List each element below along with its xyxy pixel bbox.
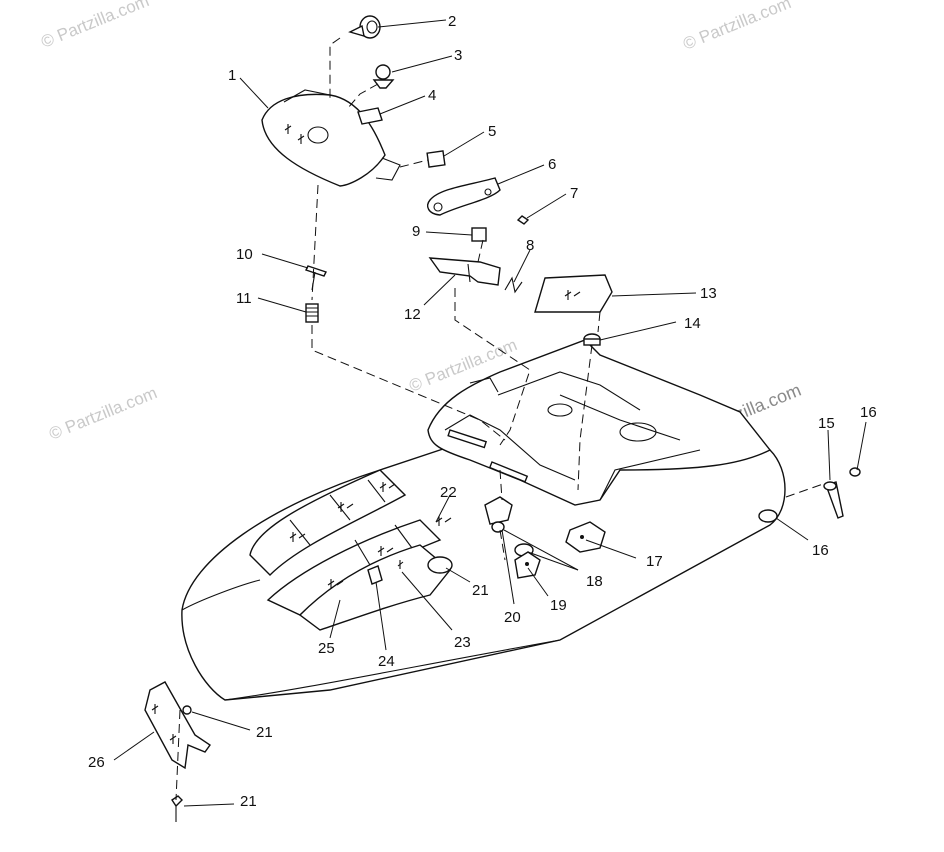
callout-17: 17 (646, 553, 663, 570)
callout-9: 9 (412, 223, 420, 240)
callout-24: 24 (378, 653, 395, 670)
watermark-mid-left: © Partzilla.com (46, 383, 159, 444)
callout-18: 18 (586, 573, 603, 590)
screw-part-7 (516, 215, 530, 225)
callout-12: 12 (404, 306, 421, 323)
cutout-part-17 (565, 521, 606, 553)
callout-labels: 1 2 3 4 5 6 7 8 9 10 11 12 13 14 15 16 1… (88, 13, 877, 810)
callout-14: 14 (684, 315, 701, 332)
callout-15: 15 (818, 415, 835, 432)
decal-marks (289, 482, 452, 589)
callout-2: 2 (448, 13, 456, 30)
watermark-top-left: © Partzilla.com (38, 0, 151, 52)
bracket-part-6 (427, 177, 501, 216)
pin-part-10 (305, 265, 327, 291)
watermark-top-right: © Partzilla.com (680, 0, 793, 54)
callout-20: 20 (504, 609, 521, 626)
clip-part-8 (504, 276, 523, 294)
panel-part-13 (534, 274, 613, 313)
callout-6: 6 (548, 156, 556, 173)
callout-21-bracket: 21 (256, 724, 273, 741)
callout-19: 19 (550, 597, 567, 614)
headlight-housing (261, 89, 401, 187)
callout-26: 26 (88, 754, 105, 771)
callout-5: 5 (488, 123, 496, 140)
grommet-part-14 (583, 333, 601, 346)
bracket-part-26 (144, 681, 211, 770)
callout-3: 3 (454, 47, 462, 64)
button-part-16-deck (758, 509, 778, 523)
nut-part-9 (471, 227, 487, 242)
callout-23: 23 (454, 634, 471, 651)
spring-part-11 (305, 303, 319, 323)
callout-11: 11 (236, 290, 252, 307)
callout-16-bottom: 16 (812, 542, 829, 559)
bulb-part-2 (348, 15, 381, 39)
callout-13: 13 (700, 285, 717, 302)
callout-4: 4 (428, 87, 436, 104)
leader-lines (113, 19, 867, 807)
callout-8: 8 (526, 237, 534, 254)
plate-part-5 (426, 150, 446, 168)
callout-21-bottom: 21 (240, 793, 257, 810)
latch-part-15 (823, 481, 844, 519)
washer-parts (484, 496, 541, 579)
front-fasteners (367, 556, 453, 585)
callout-10: 10 (236, 246, 253, 263)
mount-bracket-part-12 (428, 257, 501, 286)
screw-part-21 (171, 795, 183, 822)
callout-25: 25 (318, 640, 335, 657)
button-part-16 (849, 467, 861, 477)
socket-part-3 (372, 64, 395, 89)
connector-part-4 (357, 107, 383, 125)
assembly-guide-lines (175, 37, 827, 801)
callout-7: 7 (570, 185, 578, 202)
callout-22: 22 (440, 484, 457, 501)
callout-16-top: 16 (860, 404, 877, 421)
rear-deck (427, 339, 772, 506)
callout-1: 1 (228, 67, 236, 84)
callout-21-center: 21 (472, 582, 489, 599)
